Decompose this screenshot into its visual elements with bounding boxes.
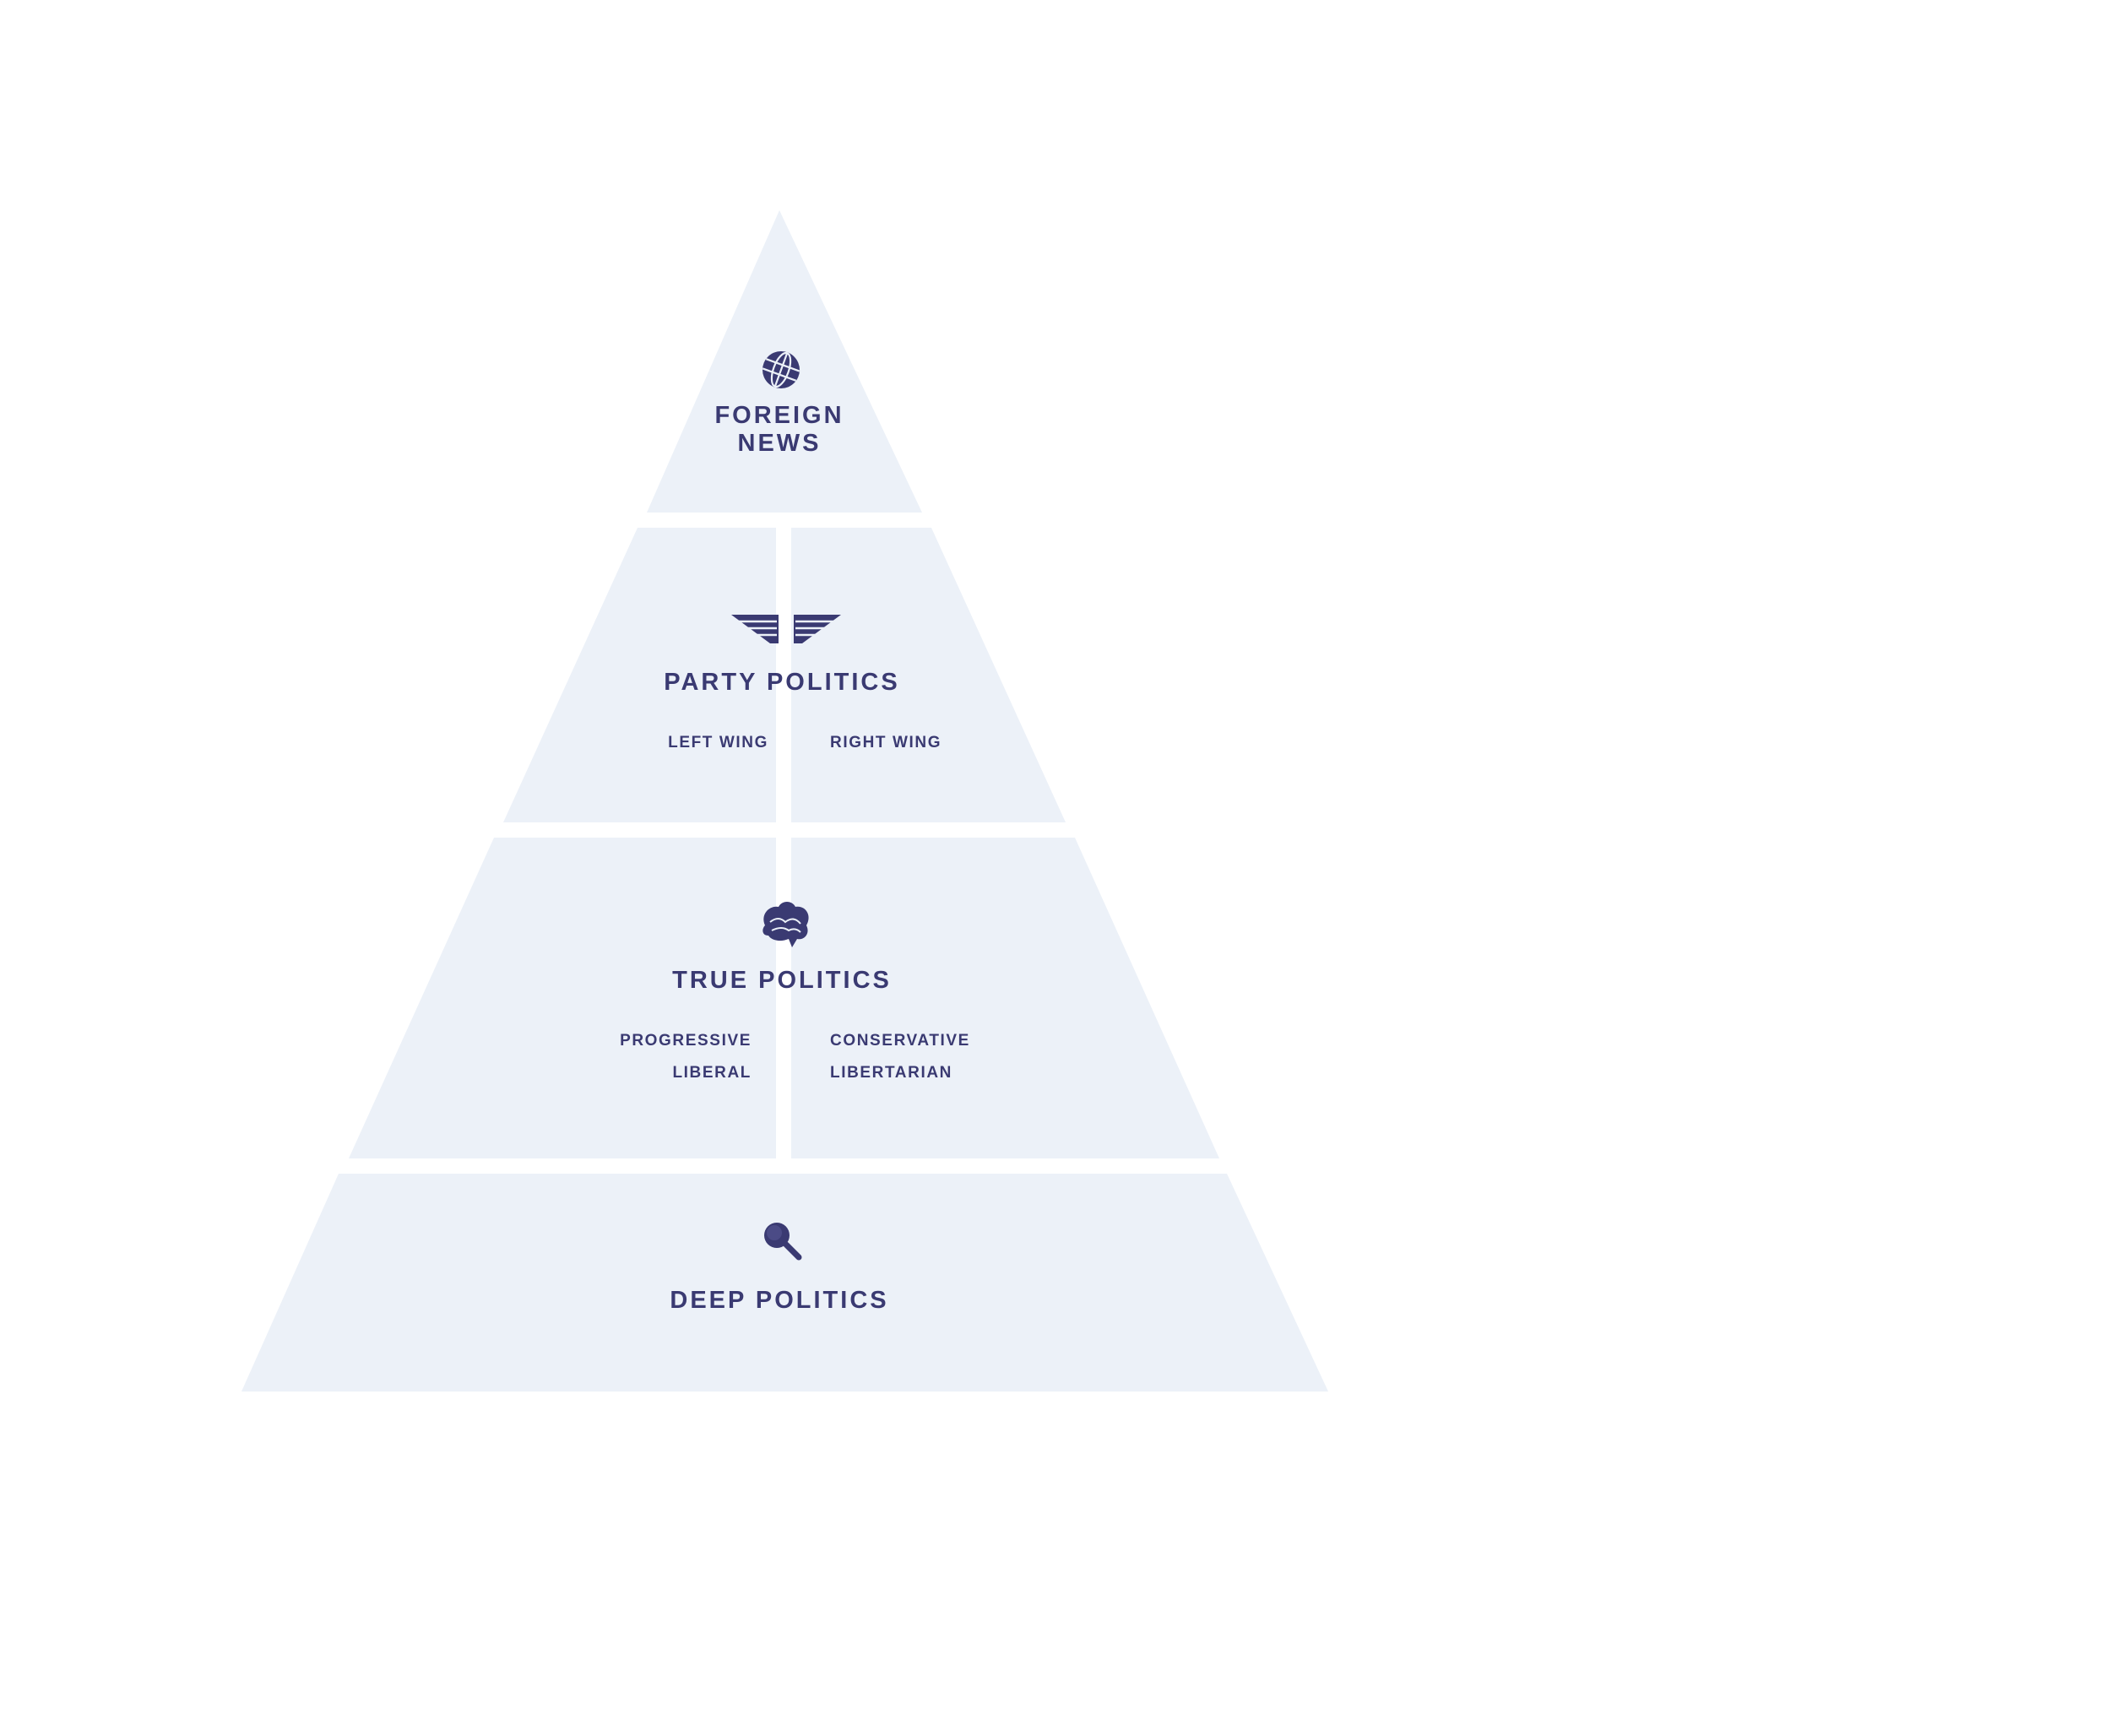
wings-icon [731,615,841,643]
tier-deep-politics [241,1174,1328,1392]
left-wing-label: LEFT WING [668,734,768,751]
true-politics-title: TRUE POLITICS [672,967,892,994]
foreign-news-title-line1: FOREIGN [714,402,844,429]
foreign-news-title-line2: NEWS [737,430,822,457]
party-politics-title: PARTY POLITICS [664,669,900,696]
foreign-news-title: FOREIGN NEWS [695,402,864,458]
tier-party-politics-left [503,528,776,822]
deep-politics-title: DEEP POLITICS [670,1287,889,1314]
right-wing-label: RIGHT WING [830,734,942,751]
conservative-label: CONSERVATIVE [830,1032,970,1050]
tier-party-politics-right [791,528,1066,822]
tier-true-politics-left [349,838,776,1158]
libertarian-label: LIBERTARIAN [830,1064,952,1082]
globe-icon [762,351,800,388]
progressive-label: PROGRESSIVE [620,1032,752,1050]
brain-icon [762,902,809,947]
liberal-label: LIBERAL [672,1064,752,1082]
magnifier-icon [764,1223,802,1261]
tier-true-politics-right [791,838,1219,1158]
